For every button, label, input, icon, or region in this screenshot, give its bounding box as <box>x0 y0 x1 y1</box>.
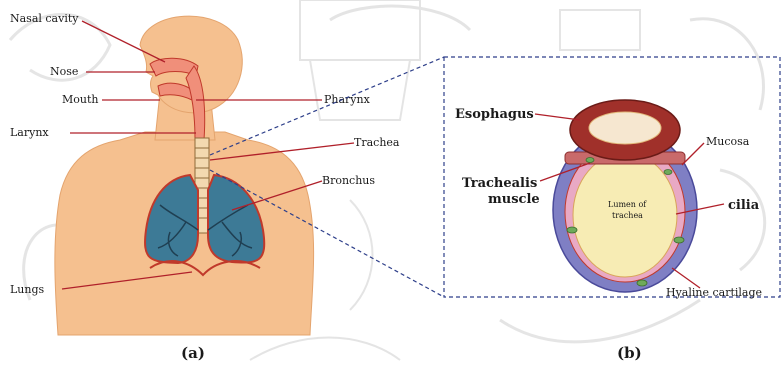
label-hyaline-cartilage: Hyaline cartilage <box>666 286 762 299</box>
caption-panel-b: (b) <box>617 344 642 362</box>
label-mouth: Mouth <box>62 93 98 106</box>
label-lumen-line2: trachea <box>612 211 643 220</box>
label-larynx: Larynx <box>10 126 49 139</box>
label-trachealis-line2: muscle <box>488 192 540 207</box>
label-nasal-cavity: Nasal cavity <box>10 12 79 25</box>
label-bronchus: Bronchus <box>322 174 375 187</box>
panel-b-trachea-cross-section: Esophagus Trachealis muscle Mucosa Lumen… <box>444 57 780 362</box>
label-cilia: cilia <box>728 198 760 213</box>
panel-a-human-respiratory-diagram: Nasal cavity Nose Mouth Larynx Pharynx T… <box>10 12 400 362</box>
trachea-cross-section <box>553 100 697 292</box>
label-trachea: Trachea <box>354 136 400 149</box>
label-pharynx: Pharynx <box>324 93 371 106</box>
label-lumen-line1: Lumen of <box>608 200 647 209</box>
label-mucosa: Mucosa <box>706 135 750 148</box>
label-lungs: Lungs <box>10 283 45 296</box>
label-nose: Nose <box>50 65 78 78</box>
label-trachealis-line1: Trachealis <box>462 176 537 191</box>
label-esophagus: Esophagus <box>455 107 534 122</box>
caption-panel-a: (a) <box>181 344 205 362</box>
